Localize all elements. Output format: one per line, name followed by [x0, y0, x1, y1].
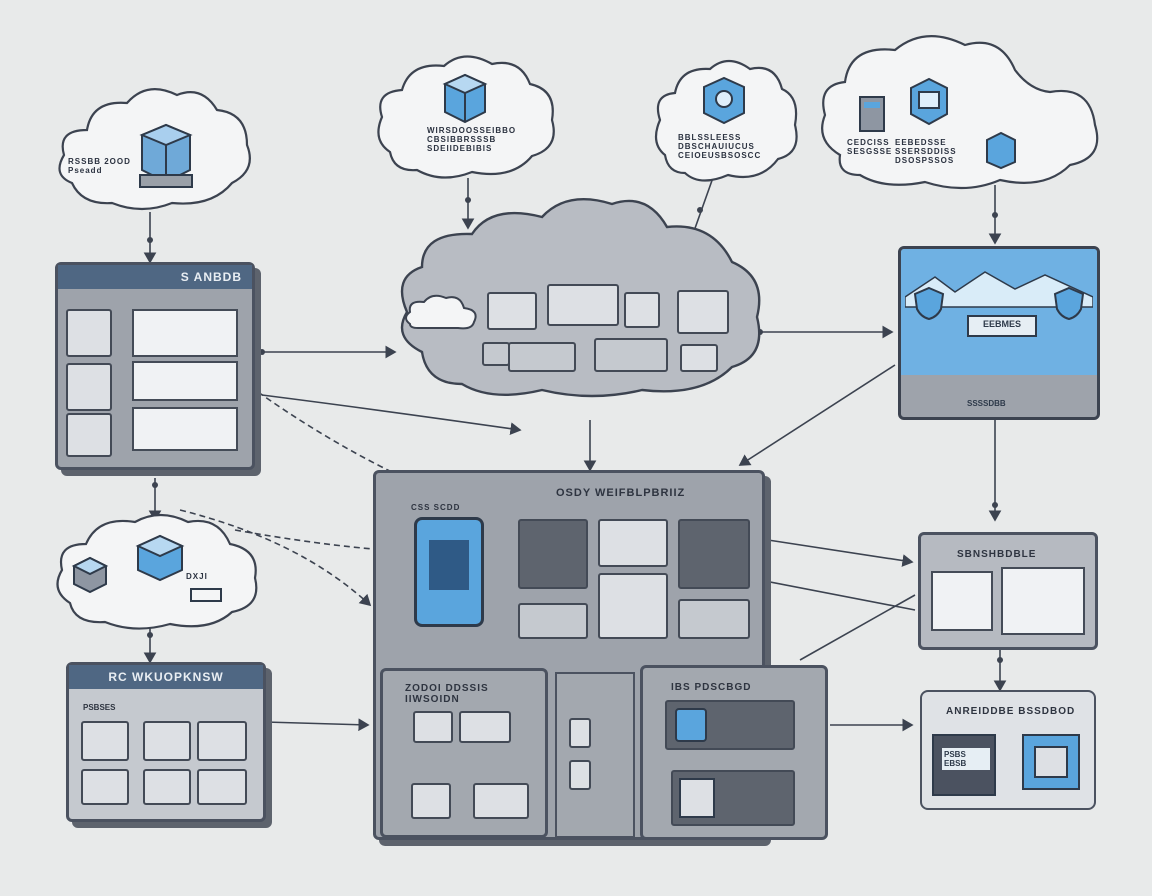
right-bottom-screen: PSBS EBSB — [932, 734, 996, 796]
main-tile-4[interactable] — [518, 603, 588, 639]
lower-left-title: ZODOI DDSSIS IIWSOIDN — [405, 683, 489, 705]
left-panel-chart-1 — [132, 309, 238, 357]
cloud-label-left: CEDCISS SESGSSE — [847, 138, 893, 156]
main-tile-2[interactable] — [598, 519, 668, 567]
right-bottom-device[interactable] — [1022, 734, 1080, 790]
bottom-left-tile-1[interactable] — [81, 721, 129, 761]
cloud-far-right: CEDCISS SESGSSE EEBEDSSE SSERSDDISS DSOS… — [815, 30, 1100, 195]
lower-mid-tile-1[interactable] — [569, 718, 591, 748]
server-cube-icon — [910, 77, 948, 126]
right-bottom-panel[interactable]: ANREIDDBE BSSDBOD PSBS EBSB — [920, 690, 1096, 810]
central-cloud-tile-2[interactable] — [547, 284, 619, 326]
cloud-top-right: BBLSSLEESS DBSCHAUIUCUS CEIOEUSBSOSCC — [650, 55, 800, 185]
main-panel-subtitle: CSS SCDD — [411, 503, 461, 512]
server-cube-icon — [139, 123, 193, 188]
wire-dashboard-main — [738, 364, 896, 466]
cloud-button[interactable] — [190, 588, 222, 602]
main-tile-5[interactable] — [598, 573, 668, 639]
right-bottom-title: ANREIDDBE BSSDBOD — [946, 706, 1076, 717]
central-cloud-tile-6[interactable] — [508, 342, 576, 372]
phone-screen — [429, 540, 469, 590]
cloud-label: BBLSSLEESS DBSCHAUIUCUS CEIOEUSBSOSCC — [678, 133, 762, 160]
central-lower-left-panel[interactable]: ZODOI DDSSIS IIWSOIDN — [380, 668, 548, 838]
cloud-label: WIRSDOOSSEIBBO CBSIBBRSSSB SDEIIDEBIBIS — [427, 126, 517, 153]
bottom-left-tile-6[interactable] — [197, 769, 247, 805]
main-tile-6[interactable] — [678, 599, 750, 639]
cloud-shape — [821, 35, 1099, 190]
central-cloud-tile-1[interactable] — [487, 292, 537, 330]
wire-main-rightmid — [767, 539, 914, 567]
mountains-icon — [905, 271, 1093, 308]
lower-left-tile-3[interactable] — [411, 783, 451, 819]
lower-right-device-1[interactable] — [665, 700, 795, 750]
database-cube-icon — [442, 73, 488, 124]
bottom-left-tile-2[interactable] — [143, 721, 191, 761]
document-icon — [679, 778, 715, 818]
right-mid-title: SBNSHBDBLE — [957, 549, 1037, 560]
right-mid-screen-2 — [1001, 567, 1085, 635]
box-cube-icon — [135, 534, 185, 582]
left-panel-tile-2[interactable] — [66, 363, 112, 411]
rack-icon — [859, 96, 885, 132]
bottom-left-tile-5[interactable] — [143, 769, 191, 805]
bottom-left-tile-3[interactable] — [197, 721, 247, 761]
lower-left-tile-1[interactable] — [413, 711, 453, 743]
dashboard-label-box: EEBMES — [967, 315, 1037, 337]
panel-title: S ANBDB — [58, 265, 252, 289]
panel-title: RC WKUOPKNSW — [69, 665, 263, 689]
left-panel[interactable]: S ANBDB — [55, 262, 255, 470]
wire-leftpanel-main — [261, 394, 522, 435]
lower-right-device-2[interactable] — [671, 770, 795, 826]
left-panel-chart-2 — [132, 361, 238, 401]
wire-midcloud-main — [179, 509, 372, 607]
panel-sublabel: PSBSES — [83, 703, 116, 712]
lower-left-tile-2[interactable] — [459, 711, 511, 743]
left-panel-tile-3[interactable] — [66, 413, 112, 457]
central-cloud-tile-8[interactable] — [680, 344, 718, 372]
shield-icon — [1053, 286, 1085, 321]
screen-text: PSBS EBSB — [942, 748, 990, 770]
main-tile-3[interactable] — [678, 519, 750, 589]
cloud-top-mid: WIRSDOOSSEIBBO CBSIBBRSSSB SDEIIDEBIBIS — [372, 52, 557, 182]
bottom-left-panel[interactable]: RC WKUOPKNSW PSBSES — [66, 662, 266, 822]
central-cloud-tile-4[interactable] — [677, 290, 729, 334]
main-tile-1[interactable] — [518, 519, 588, 589]
cloud-mid-left: DXJI — [50, 508, 265, 633]
bottom-left-tile-4[interactable] — [81, 769, 129, 805]
central-cloud-tile-3[interactable] — [624, 292, 660, 328]
server-cube-icon — [703, 76, 745, 125]
central-cloud — [392, 192, 767, 402]
camera-icon — [675, 708, 707, 742]
wire-main-rightmid-lower — [799, 594, 916, 661]
shield-icon — [913, 286, 945, 321]
mini-cloud-icon — [405, 294, 477, 330]
right-mid-screen-1 — [931, 571, 993, 631]
central-lower-right-panel[interactable]: IBS PDSCBGD — [640, 665, 828, 840]
central-lower-mid-panel — [555, 672, 635, 838]
central-cloud-tile-7[interactable] — [594, 338, 668, 372]
right-mid-panel[interactable]: SBNSHBDBLE — [918, 532, 1098, 650]
main-panel-title: OSDY WEIFBLPBRIIZ — [556, 487, 686, 499]
document-icon — [986, 131, 1016, 170]
central-cloud-tile-5[interactable] — [482, 342, 510, 366]
cloud-label: RSSBB 2OOD Pseadd — [68, 157, 131, 175]
phone-device[interactable] — [414, 517, 484, 627]
cloud-label: DXJI — [186, 572, 208, 581]
dashboard-footer: SSSSDBB — [967, 399, 1006, 408]
right-dashboard[interactable]: EEBMES SSSSDBB — [898, 246, 1100, 420]
cloud-top-left: RSSBB 2OOD Pseadd — [52, 75, 257, 215]
wire-dashed-mid — [234, 529, 386, 551]
left-panel-tile-1[interactable] — [66, 309, 112, 357]
lower-right-title: IBS PDSCBGD — [671, 682, 752, 693]
cloud-label-right: EEBEDSSE SSERSDDISS DSOSPSSOS — [895, 138, 957, 165]
wire-bottompanel-main — [264, 718, 370, 732]
box-cube-icon — [71, 556, 109, 594]
left-panel-chart-3 — [132, 407, 238, 451]
lower-mid-tile-2[interactable] — [569, 760, 591, 790]
wire-rightmid-main — [758, 575, 916, 611]
device-screen — [1034, 746, 1068, 778]
lower-left-tile-4[interactable] — [473, 783, 529, 819]
